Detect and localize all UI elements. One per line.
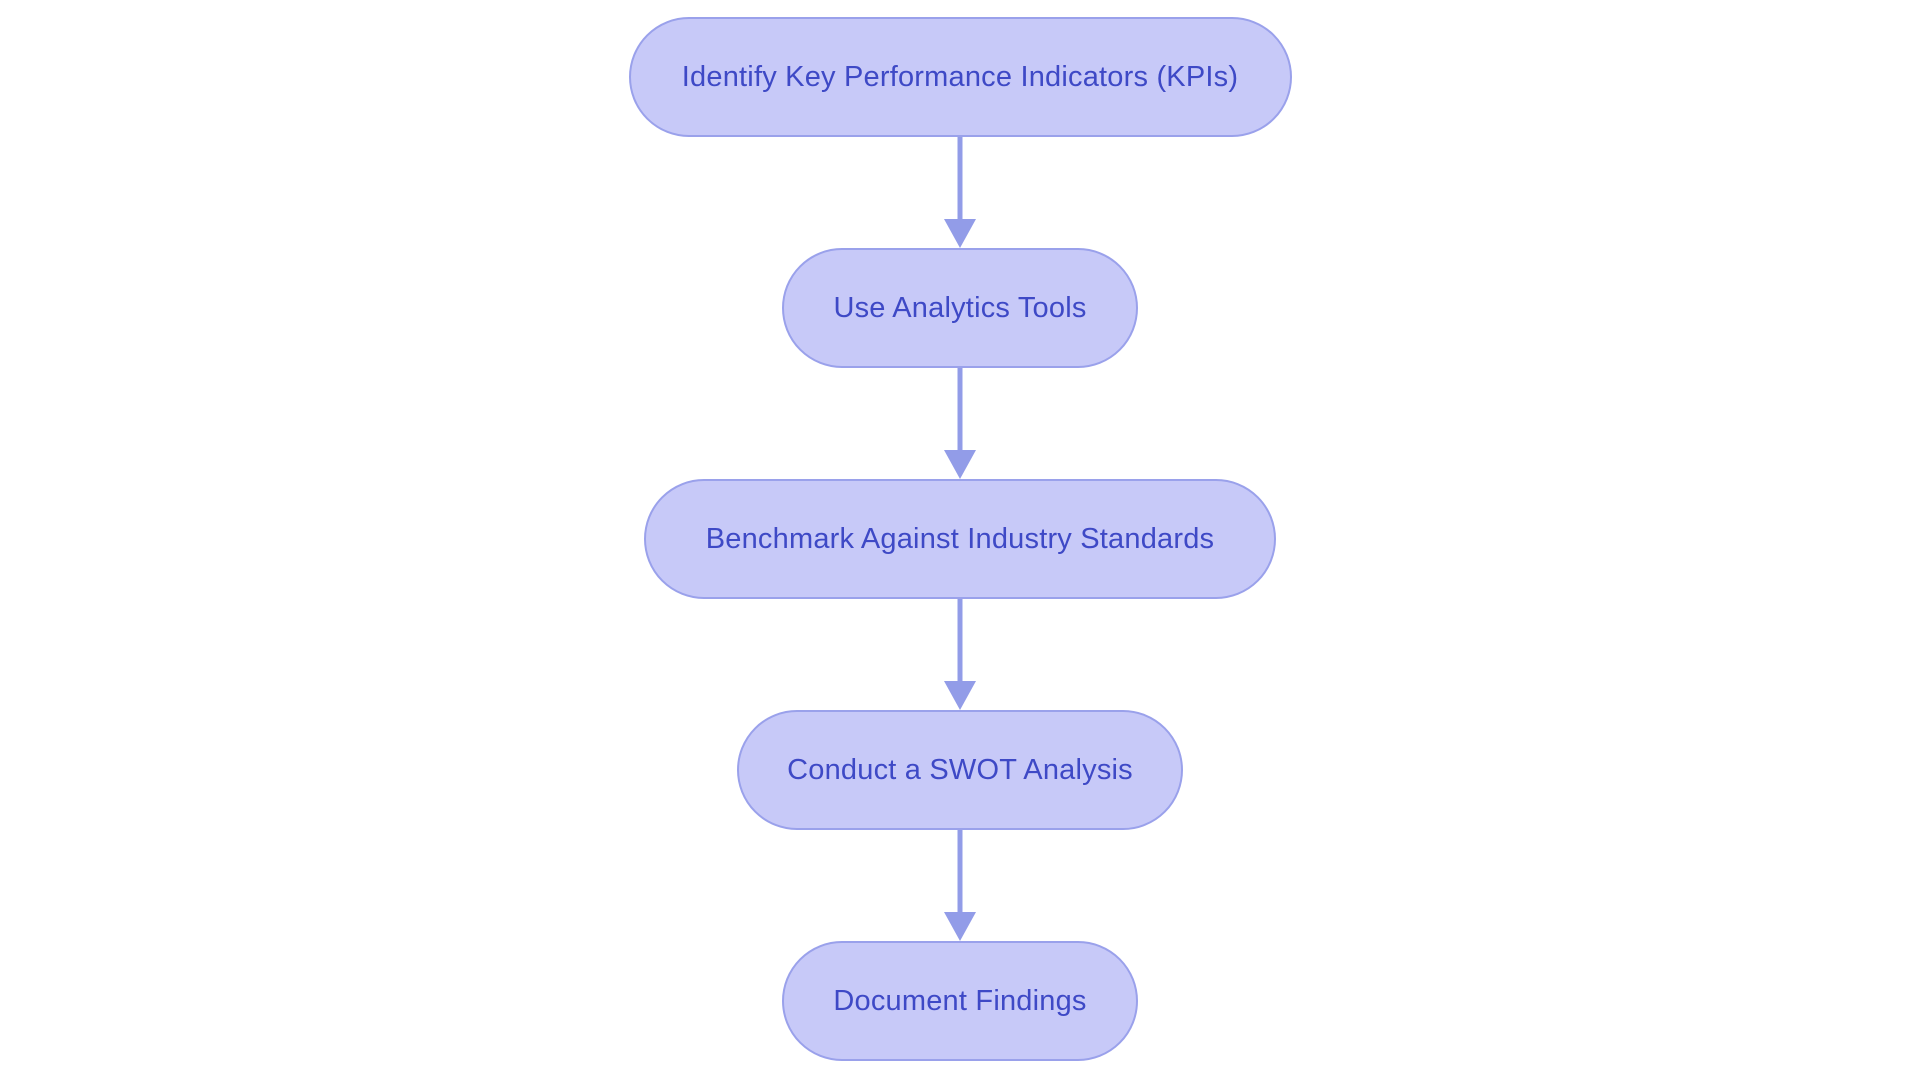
flowchart-node-benchmark-standards: Benchmark Against Industry Standards	[644, 479, 1276, 599]
arrow-shaft	[957, 368, 963, 453]
arrowhead-icon	[944, 450, 976, 479]
node-label: Benchmark Against Industry Standards	[705, 522, 1215, 555]
arrowhead-icon	[944, 912, 976, 941]
flowchart-node-use-analytics-tools: Use Analytics Tools	[782, 248, 1138, 368]
flowchart-node-swot-analysis: Conduct a SWOT Analysis	[737, 710, 1183, 830]
flowchart-node-identify-kpis: Identify Key Performance Indicators (KPI…	[628, 17, 1292, 137]
arrowhead-icon	[944, 219, 976, 248]
arrow-shaft	[957, 137, 963, 222]
node-label: Identify Key Performance Indicators (KPI…	[681, 60, 1239, 93]
arrow-shaft	[957, 599, 963, 684]
node-label: Conduct a SWOT Analysis	[787, 753, 1133, 786]
flowchart-node-document-findings: Document Findings	[782, 941, 1138, 1061]
arrow-down-4	[944, 830, 976, 941]
arrowhead-icon	[944, 681, 976, 710]
arrow-down-2	[944, 368, 976, 479]
arrow-down-3	[944, 599, 976, 710]
node-label: Use Analytics Tools	[833, 291, 1087, 324]
node-label: Document Findings	[833, 984, 1087, 1017]
arrow-shaft	[957, 830, 963, 915]
arrow-down-1	[944, 137, 976, 248]
